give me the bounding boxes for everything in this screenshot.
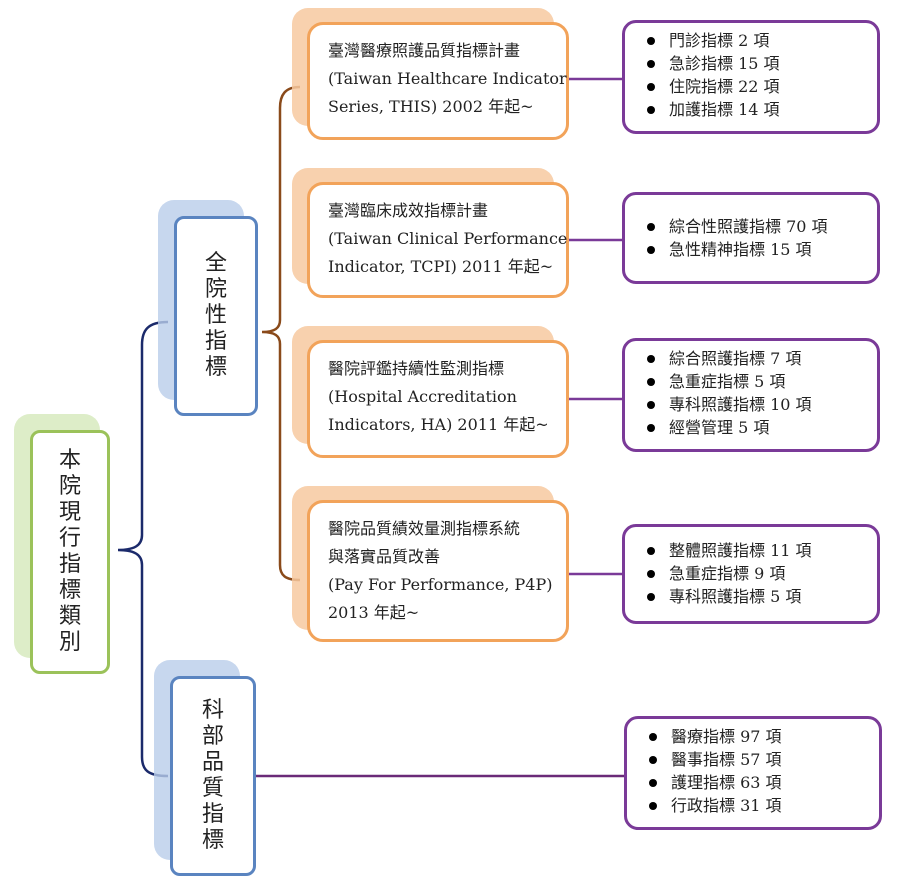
list-item: 門診指標 2 項 <box>647 29 863 52</box>
list-item: 綜合照護指標 7 項 <box>647 347 863 370</box>
list-item: 急診指標 15 項 <box>647 52 863 75</box>
dept-items: 醫療指標 97 項 醫事指標 57 項 護理指標 63 項 行政指標 31 項 <box>624 716 882 830</box>
list-item: 醫事指標 57 項 <box>649 748 865 771</box>
list-item: 急重症指標 9 項 <box>647 562 863 585</box>
program-brace <box>261 85 301 582</box>
program-3-items: 綜合照護指標 7 項 急重症指標 5 項 專科照護指標 10 項 經營管理 5 … <box>622 338 880 452</box>
program-1-box: 臺灣醫療照護品質指標計畫 (Taiwan Healthcare Indicato… <box>307 22 569 140</box>
list-item: 整體照護指標 11 項 <box>647 539 863 562</box>
program-4-items: 整體照護指標 11 項 急重症指標 9 項 專科照護指標 5 項 <box>622 524 880 624</box>
list-item: 急重症指標 5 項 <box>647 370 863 393</box>
list-item: 綜合性照護指標 70 項 <box>647 215 863 238</box>
branch-hospital-node: 全 院 性 指 標 <box>174 216 258 416</box>
list-item: 醫療指標 97 項 <box>649 725 865 748</box>
program-2-box: 臺灣臨床成效指標計畫 (Taiwan Clinical Performance … <box>307 182 569 298</box>
list-item: 行政指標 31 項 <box>649 794 865 817</box>
branch-dept-node: 科 部 品 質 指 標 <box>170 676 256 876</box>
program-1-items: 門診指標 2 項 急診指標 15 項 住院指標 22 項 加護指標 14 項 <box>622 20 880 134</box>
list-item: 急性精神指標 15 項 <box>647 238 863 261</box>
program-2-items: 綜合性照護指標 70 項 急性精神指標 15 項 <box>622 192 880 284</box>
list-item: 專科照護指標 5 項 <box>647 585 863 608</box>
list-item: 住院指標 22 項 <box>647 75 863 98</box>
root-brace <box>117 320 169 778</box>
list-item: 專科照護指標 10 項 <box>647 393 863 416</box>
list-item: 護理指標 63 項 <box>649 771 865 794</box>
root-node: 本 院 現 行 指 標 類 別 <box>30 430 110 674</box>
program-4-box: 醫院品質績效量測指標系統 與落實品質改善 (Pay For Performanc… <box>307 500 569 642</box>
list-item: 經營管理 5 項 <box>647 416 863 439</box>
list-item: 加護指標 14 項 <box>647 98 863 121</box>
program-3-box: 醫院評鑑持續性監測指標 (Hospital Accreditation Indi… <box>307 340 569 458</box>
